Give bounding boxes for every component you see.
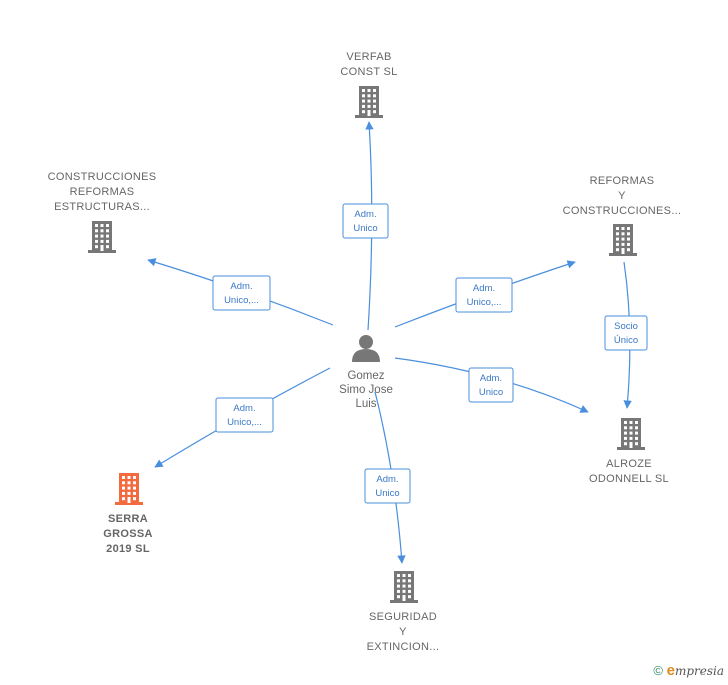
relation-label-serra[interactable]: Adm. Unico,... [215,397,274,433]
building-icon [390,571,418,603]
relation-label-line: Adm. [354,209,376,220]
relation-label-line: Unico,... [467,297,502,308]
copyright-icon: © [653,663,663,678]
company-name-line: ALROZE [606,458,652,470]
building-icon [88,221,116,253]
company-name-line: CONST SL [340,66,397,78]
relation-label-line: Socio [614,321,638,332]
relation-label-construcciones[interactable]: Adm. Unico,... [212,275,271,311]
company-name-line: SERRA [108,513,148,525]
company-node-verfab[interactable]: VERFAB CONST SL [340,51,397,118]
relation-label-line: Adm. [230,281,252,292]
company-name-line: GROSSA [103,528,152,540]
person-name-line: Gomez [347,370,384,382]
brand-logo-text: mpresia [674,664,724,678]
person-node[interactable]: Gomez Simo Jose Luis [339,335,393,410]
relation-label-line: Adm. [376,474,398,485]
relation-label-line: Unico,... [227,417,262,428]
relation-label-line: Adm. [473,283,495,294]
company-name-line: CONSTRUCCIONES... [563,205,682,217]
company-node-seguridad[interactable]: SEGURIDAD Y EXTINCION... [367,571,440,653]
company-node-alroze[interactable]: ALROZE ODONNELL SL [589,418,669,485]
company-name-line: VERFAB [346,51,391,63]
company-name-line: ESTRUCTURAS... [54,201,150,213]
company-name-line: SEGURIDAD [369,611,437,623]
relation-label-seguridad[interactable]: Adm. Unico [364,468,411,504]
building-icon [617,418,645,450]
company-name-line: Y [399,626,407,638]
company-name-line: ODONNELL SL [589,473,669,485]
relation-label-line: Unico [353,223,377,234]
relation-label-line: Adm. [480,373,502,384]
relation-label-verfab[interactable]: Adm. Unico [342,203,389,239]
person-name-line: Luis [355,398,376,410]
company-name-line: 2019 SL [106,543,150,555]
footer-brand: © empresia [653,662,724,679]
relation-label-line: Único [614,335,638,346]
company-name-line: CONSTRUCCIONES [48,171,157,183]
company-name-line: REFORMAS [590,175,655,187]
company-name-line: EXTINCION... [367,641,440,653]
building-icon [609,224,637,256]
building-icon [355,86,383,118]
company-name-line: Y [618,190,626,202]
company-node-construcciones[interactable]: CONSTRUCCIONES REFORMAS ESTRUCTURAS... [48,171,157,253]
company-node-reformas[interactable]: REFORMAS Y CONSTRUCCIONES... [563,175,682,256]
relation-label-reformas-alroze[interactable]: Socio Único [604,315,648,351]
person-icon [352,335,380,362]
relation-label-reformas[interactable]: Adm. Unico,... [455,277,513,313]
building-icon-highlighted [115,473,143,505]
relation-label-alroze[interactable]: Adm. Unico [468,367,514,403]
person-name-line: Simo Jose [339,384,393,396]
relation-label-line: Unico [479,387,503,398]
relation-label-line: Adm. [233,403,255,414]
relation-label-line: Unico [375,488,399,499]
brand-logo-initial: e [666,662,675,679]
company-name-line: REFORMAS [70,186,135,198]
company-node-serra[interactable]: SERRA GROSSA 2019 SL [103,473,152,555]
relation-label-line: Unico,... [224,295,259,306]
